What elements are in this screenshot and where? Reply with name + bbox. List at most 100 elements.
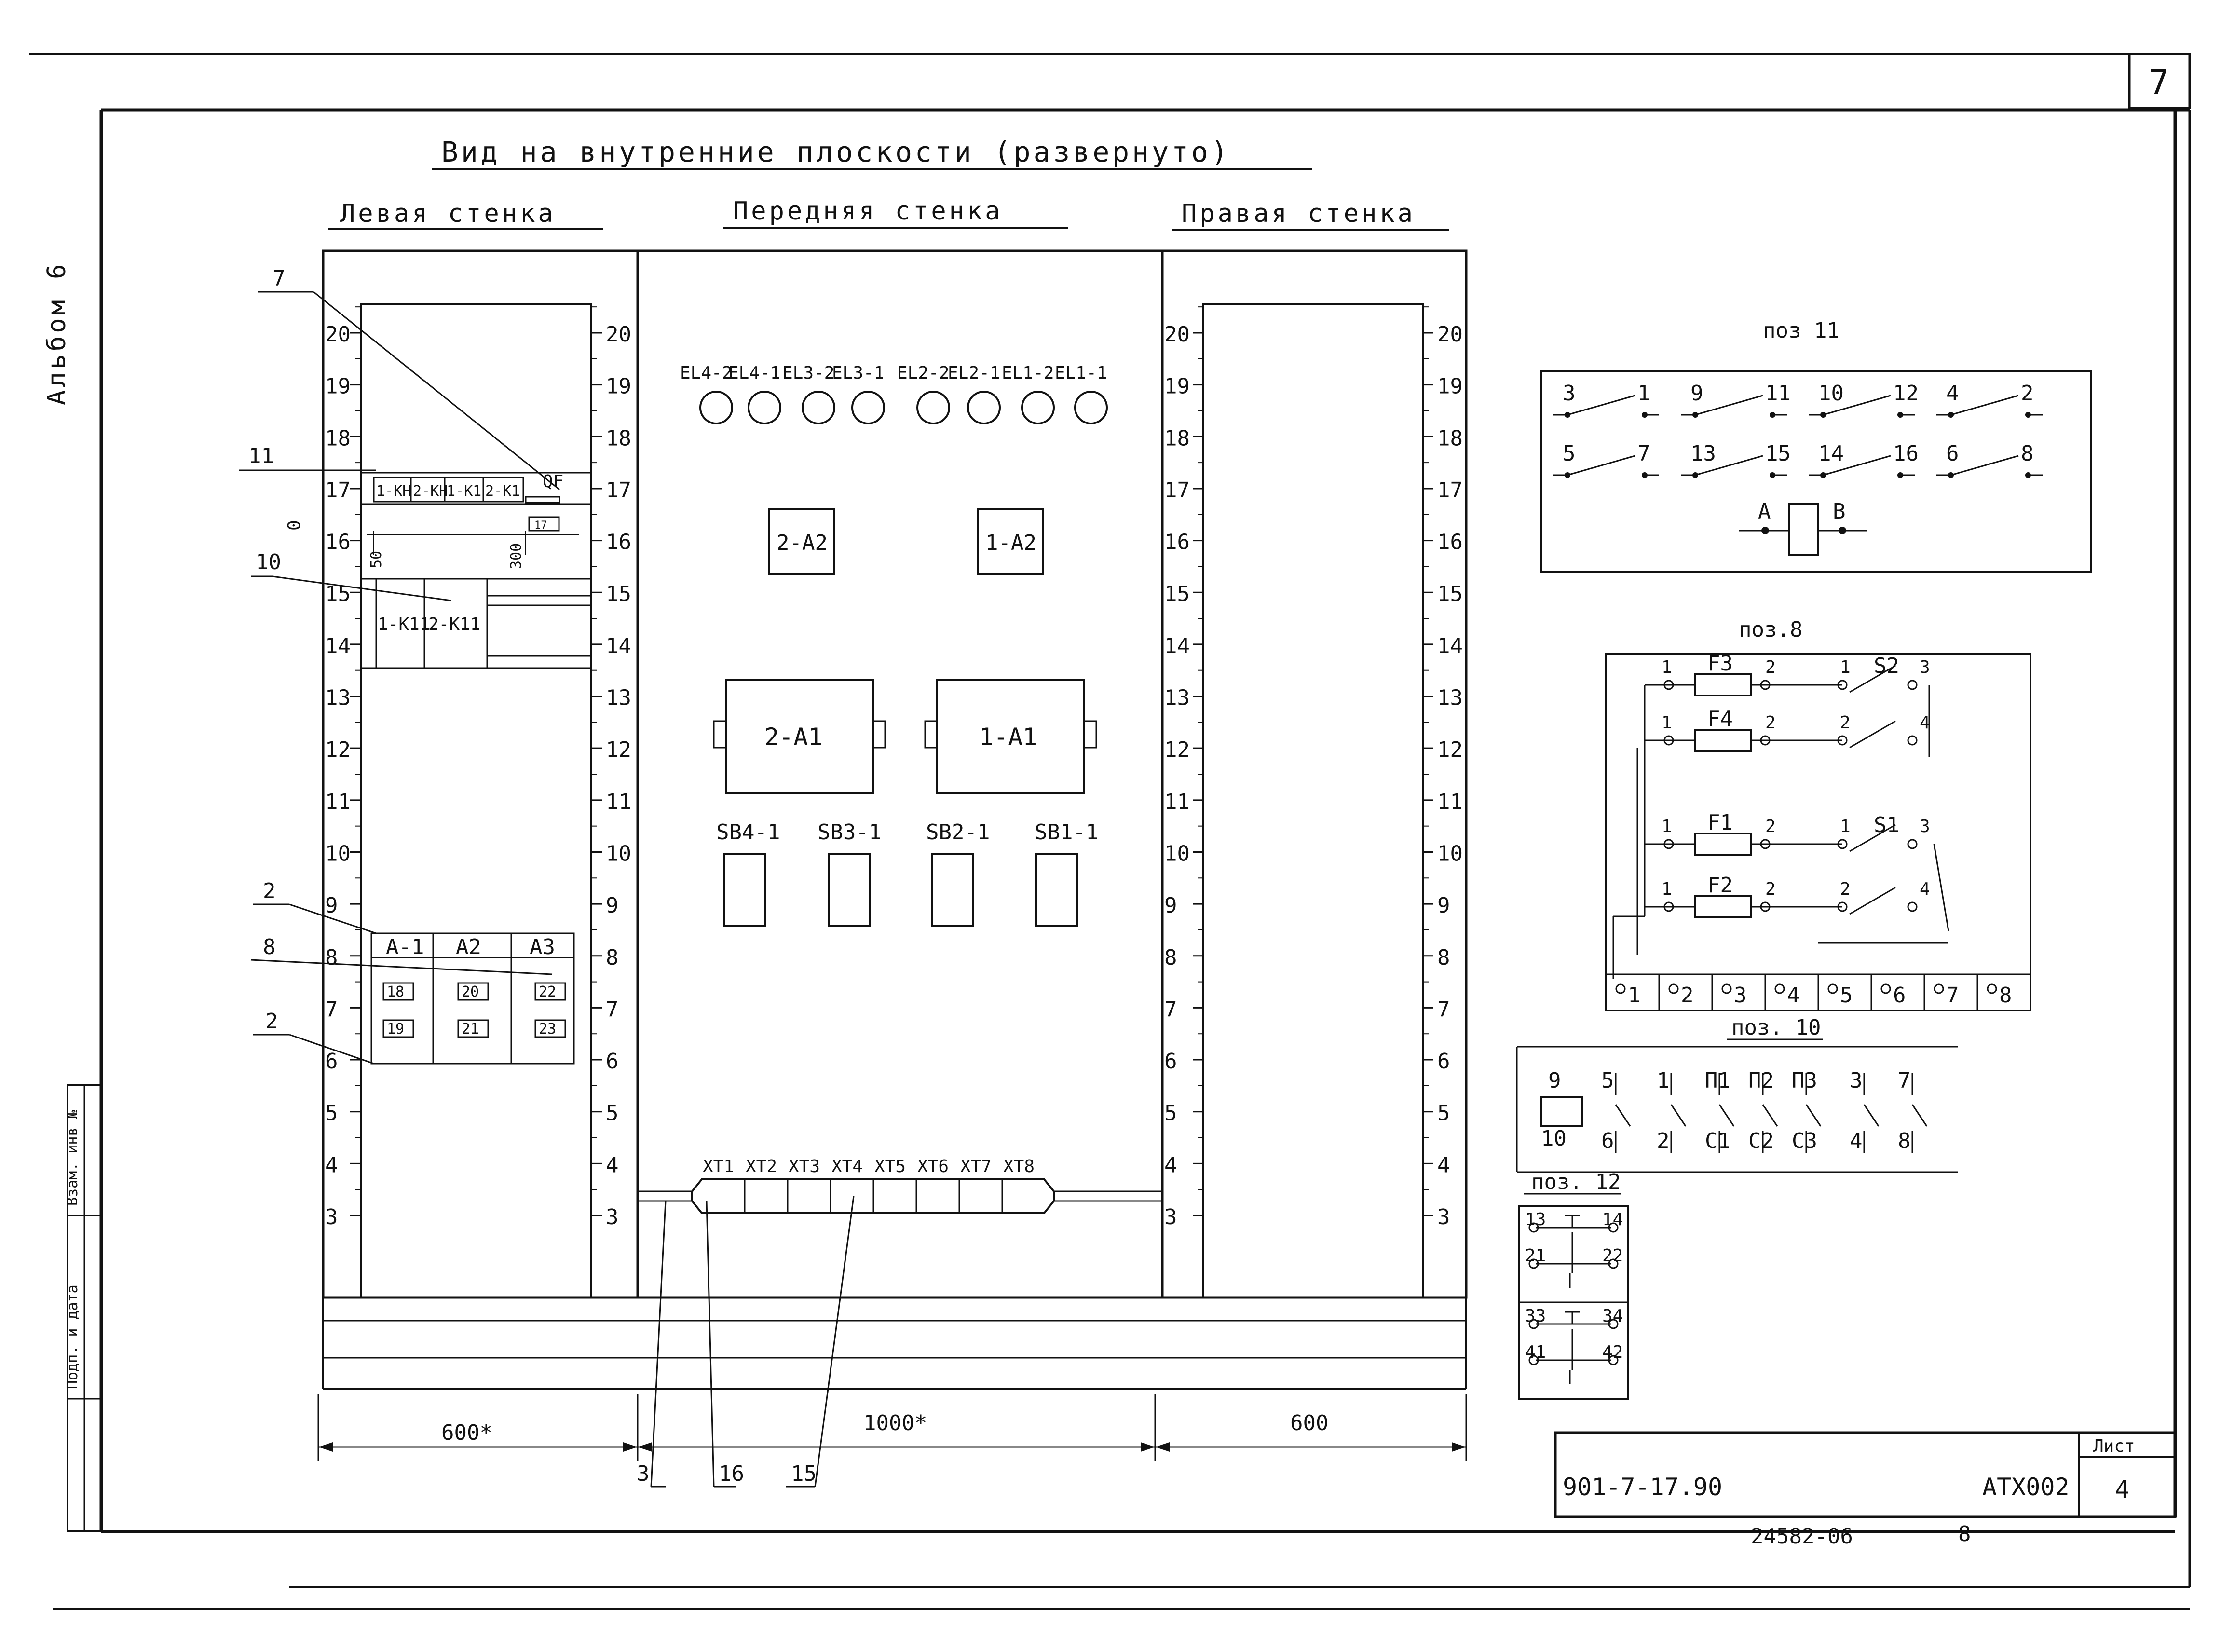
callout-2-upper: 2 — [263, 879, 276, 903]
fuse-icon — [1694, 895, 1752, 918]
lamp-icon — [851, 391, 885, 424]
registry-number: 24582-06 — [1751, 1524, 1853, 1549]
scale-number: 20 — [325, 322, 351, 347]
lamp-label: EL1-1 — [1055, 363, 1107, 383]
album-label: Альбом 6 — [42, 261, 71, 405]
scale-number: 3 — [606, 1205, 619, 1229]
scale-number: 19 — [325, 374, 351, 399]
scale-number: 9 — [1437, 893, 1450, 918]
page-number: 8 — [1958, 1522, 1971, 1546]
scale-number: 12 — [606, 737, 631, 762]
front-devices — [713, 508, 1097, 927]
pin-label: 1 — [1662, 817, 1672, 836]
pin-label: 1 — [1840, 657, 1851, 677]
callout-10: 10 — [256, 550, 281, 574]
pin-label: 1 — [1840, 817, 1851, 836]
module-pin: 23 — [539, 1021, 556, 1038]
scale-number: 4 — [325, 1153, 338, 1177]
coil-terminal: B — [1833, 499, 1846, 524]
pin-label: 2 — [1765, 817, 1776, 836]
contact-pin: 7 — [1637, 441, 1650, 466]
pin-label: 2 — [1765, 657, 1776, 677]
scale-number: 18 — [1437, 426, 1463, 451]
fuse-icon — [1694, 673, 1752, 696]
side-stamp-sign: Подп. и дата — [64, 1284, 81, 1389]
module-pin: 19 — [387, 1021, 404, 1038]
terminal-label: 5 — [1840, 983, 1853, 1008]
terminal-label: 2 — [1681, 983, 1694, 1008]
dim-50: 50 — [368, 551, 385, 568]
pin-label: 2 — [1765, 879, 1776, 899]
contact-pin: 8 — [2021, 441, 2034, 466]
scale-number: 3 — [1437, 1205, 1450, 1229]
scale-number: 7 — [606, 997, 619, 1022]
scale-number: 6 — [1437, 1049, 1450, 1074]
terminal-label: 1 — [1628, 983, 1641, 1008]
relay-pin: 1 — [1657, 1068, 1670, 1093]
relay-label: 1-KH — [376, 483, 411, 500]
scale-number: 19 — [606, 374, 631, 399]
terminal-block-label: XT2 — [746, 1157, 777, 1176]
scale-number: 18 — [325, 426, 351, 451]
fuse-icon — [1694, 729, 1752, 752]
scale-number: 10 — [1437, 841, 1463, 866]
scale-number: 11 — [325, 790, 351, 814]
button-label: SB2-1 — [926, 820, 990, 845]
module-label: A3 — [530, 935, 555, 959]
scale-number: 8 — [1437, 945, 1450, 970]
terminal-block-label: XT1 — [703, 1157, 734, 1176]
poz12-contacts — [1528, 1215, 1619, 1384]
relay-pin: С1 — [1705, 1129, 1730, 1153]
doc-mark: АТХ002 — [1982, 1473, 2070, 1501]
relay-label: 2-KH — [413, 483, 448, 500]
relay-pin: 5 — [1601, 1068, 1614, 1093]
lamp-icon — [967, 391, 1001, 424]
side-approval-stamp — [67, 1084, 102, 1532]
switch-label: S2 — [1874, 654, 1899, 678]
scale-number: 20 — [1437, 322, 1463, 347]
scale-number: 14 — [1437, 634, 1463, 658]
pin-label: 1 — [1662, 657, 1672, 677]
terminal-block-label: XT3 — [789, 1157, 820, 1176]
relay-strip-upper: 1-KH 2-KH 1-K1 2-K1 — [376, 483, 520, 500]
scale-number: 11 — [606, 790, 631, 814]
scale-number: 6 — [606, 1049, 619, 1074]
scale-number: 9 — [325, 893, 338, 918]
callout-leaders — [239, 291, 855, 1488]
scale-number: 9 — [1164, 893, 1177, 918]
scale-number: 5 — [1437, 1101, 1450, 1126]
contact-pin: 10 — [1818, 381, 1844, 406]
terminal-label: 7 — [1946, 983, 1959, 1008]
contact-pin: 12 — [1893, 381, 1919, 406]
scale-number: 14 — [1164, 634, 1190, 658]
lamp-label: EL3-2 — [782, 363, 834, 383]
title-block — [1554, 1431, 2177, 1518]
lamp-label: EL3-1 — [832, 363, 884, 383]
scale-number: 10 — [325, 841, 351, 866]
scale-number: 13 — [1437, 686, 1463, 710]
sheet-number: 4 — [2115, 1475, 2129, 1503]
sheet-frame — [29, 53, 2191, 1610]
poz11-title: поз 11 — [1763, 318, 1839, 343]
lamp-label: EL2-2 — [897, 363, 949, 383]
device-label: 1-A1 — [979, 723, 1037, 751]
dimension-left: 600* — [441, 1420, 492, 1445]
module-pin: 20 — [462, 983, 479, 1000]
relay-pin: П2 — [1748, 1068, 1774, 1093]
relay-pin: 10 — [1541, 1126, 1567, 1151]
main-title: Вид на внутренние плоскости (развернуто) — [441, 136, 1231, 168]
lamp-label: EL2-1 — [948, 363, 1000, 383]
poz12-pin: 13 — [1525, 1210, 1546, 1229]
contact-pin: 11 — [1765, 381, 1791, 406]
scale-number: 13 — [325, 686, 351, 710]
scale-number: 8 — [606, 945, 619, 970]
scale-number: 5 — [606, 1101, 619, 1126]
scale-number: 7 — [325, 997, 338, 1022]
poz12-pin: 22 — [1602, 1246, 1623, 1266]
scale-number: 5 — [325, 1101, 338, 1126]
scale-number: 4 — [1437, 1153, 1450, 1177]
